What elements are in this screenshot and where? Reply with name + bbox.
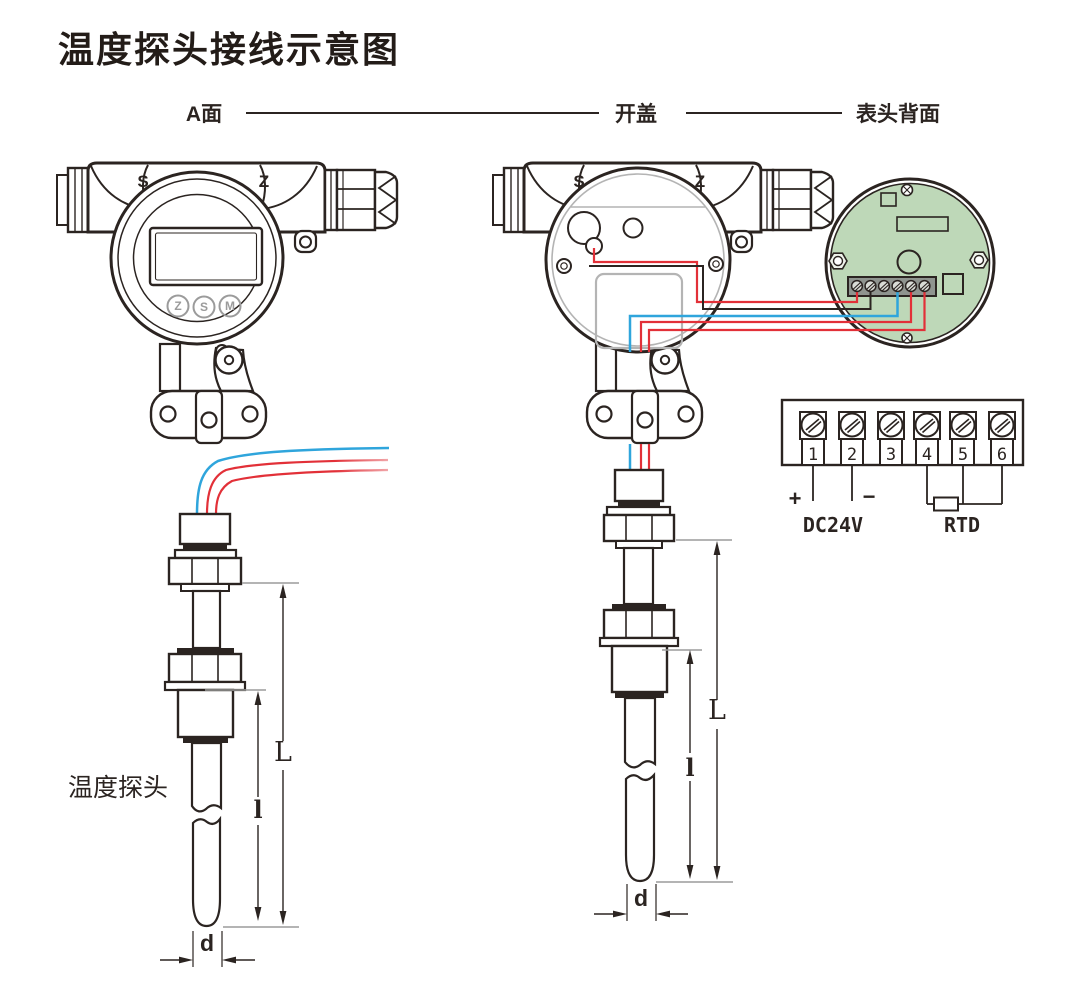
section-label-back: 表头背面 <box>856 102 940 126</box>
hex-process-nut <box>167 652 243 684</box>
red-wire-terminal6 <box>647 290 926 352</box>
pcb-screw-bottom <box>901 332 913 344</box>
probe-stem <box>191 589 222 650</box>
page-title: 温度探头接线示意图 <box>58 29 400 70</box>
dimensions-open: L l d <box>594 539 733 921</box>
probe-tube-upper <box>190 741 223 813</box>
probe-connection-head <box>613 468 665 503</box>
red-wire-terminal1 <box>592 248 859 304</box>
terminal-screw <box>850 279 864 293</box>
pcb-component-square <box>942 273 964 295</box>
dc24v-label: DC24V <box>803 513 863 537</box>
blue-wire-terminal4 <box>628 290 899 352</box>
terminal-number: 4 <box>922 445 932 465</box>
terminal-5: 5 <box>949 411 977 466</box>
dimension-L-label: L <box>708 695 726 726</box>
plus-sign: + <box>789 486 802 511</box>
wiring-terminal-block: 1 2 3 4 5 <box>780 398 1025 537</box>
black-wire-terminal2 <box>589 265 872 310</box>
terminal-number: 6 <box>997 445 1007 465</box>
washer <box>598 636 680 648</box>
terminal-4: 4 <box>913 411 941 466</box>
section-header: A面 开盖 表头背面 <box>186 102 940 126</box>
terminal-2: 2 <box>838 411 866 466</box>
lcd-display-window <box>148 226 264 287</box>
cover-screw <box>708 256 724 272</box>
pcb-terminal-screws <box>850 279 931 293</box>
threaded-section <box>176 688 235 739</box>
button-s: S <box>192 295 216 319</box>
probe-leads-front <box>195 446 390 515</box>
terminal-number: 3 <box>886 445 896 465</box>
button-m: M <box>218 294 242 318</box>
washer <box>163 680 247 692</box>
dimension-l-label: l <box>685 753 694 782</box>
pcb-standoff-left <box>828 252 848 270</box>
terminal-3: 3 <box>877 411 905 466</box>
dimension-d-label: d <box>200 930 214 956</box>
temperature-probe-front <box>163 512 247 928</box>
probe-tube-lower <box>624 772 656 883</box>
dimension-d-label: d <box>634 885 648 911</box>
section-label-open: 开盖 <box>615 102 657 126</box>
terminal-screw <box>918 279 931 293</box>
transmitter-display-face: Z S M <box>109 170 285 346</box>
display-module-back <box>594 272 684 350</box>
dimension-l-label: l <box>253 795 262 824</box>
dimension-L-label: L <box>274 737 292 768</box>
probe-flange <box>173 548 238 560</box>
probe-name-label: 温度探头 <box>68 774 168 802</box>
red-lead-wire <box>205 458 389 515</box>
rtd-connection: RTD <box>926 465 1003 537</box>
section-label-front: A面 <box>186 103 222 126</box>
button-z-label: Z <box>174 299 181 313</box>
terminal-screw <box>904 279 918 293</box>
temperature-probe-open <box>598 468 680 883</box>
button-z: Z <box>166 294 190 318</box>
threaded-section <box>610 644 669 694</box>
pcb-screw-top <box>900 183 914 197</box>
probe-tube-lower <box>191 815 222 928</box>
rtd-element-symbol <box>933 496 959 512</box>
cover-screw <box>556 258 572 274</box>
probe-flange <box>605 505 672 517</box>
transmitter-front-view: Z S M <box>55 161 399 445</box>
terminal-1: 1 <box>799 411 827 466</box>
pcb-center-hole <box>896 249 922 275</box>
button-m-label: M <box>225 299 235 313</box>
terminal-number: 2 <box>847 445 857 465</box>
pcb-standoff-right <box>969 251 989 269</box>
pcb-component-small <box>880 192 897 207</box>
pcb-back-view <box>824 177 996 349</box>
terminal-screw <box>891 279 904 293</box>
probe-connection-head <box>178 512 232 546</box>
red-lead-wire <box>214 468 389 515</box>
terminal-number: 1 <box>808 445 818 465</box>
button-s-label: S <box>200 300 208 314</box>
pcb-component-long <box>896 216 949 232</box>
terminal-screw <box>864 279 877 293</box>
rtd-label: RTD <box>944 513 980 537</box>
transmitter-open-face <box>544 166 732 354</box>
blue-lead-wire <box>195 446 390 515</box>
dc24v-connection: + − DC24V <box>789 465 876 537</box>
hex-lock-nut <box>167 556 243 586</box>
terminal-number: 5 <box>958 445 968 465</box>
probe-tube-upper <box>623 696 657 769</box>
dimensions-front: L l d <box>160 582 299 967</box>
red-wire-terminal5 <box>639 290 913 352</box>
terminal-6: 6 <box>988 411 1016 466</box>
terminal-screw <box>877 279 891 293</box>
hex-process-nut <box>602 608 676 640</box>
adjustment-port <box>567 211 601 245</box>
minus-sign: − <box>863 484 876 509</box>
inspection-hole <box>622 217 644 239</box>
probe-stem <box>622 546 655 606</box>
hex-lock-nut <box>602 513 676 543</box>
transmitter-pcb-wiring <box>589 248 926 474</box>
